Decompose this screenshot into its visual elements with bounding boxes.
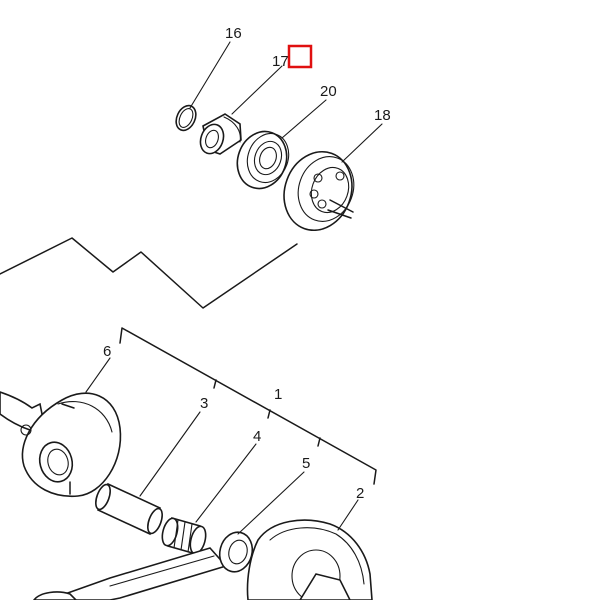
leader-2 [337, 499, 359, 531]
group-outline [0, 237, 298, 309]
leader-3 [139, 411, 201, 497]
leader-18 [341, 123, 383, 163]
part-17-collar[interactable] [197, 113, 242, 157]
bracket-tick-5 [317, 437, 321, 447]
leader-4 [195, 443, 257, 523]
part-20-oil-seal[interactable] [230, 125, 296, 196]
highlight-box[interactable] [287, 44, 313, 69]
callout-6: 6 [103, 343, 111, 360]
callout-5: 5 [302, 455, 310, 472]
bracket-tick-3 [213, 379, 217, 389]
part-18-bearing[interactable] [273, 142, 362, 240]
callout-20: 20 [320, 83, 337, 100]
part-4-needle-bearing[interactable] [160, 516, 209, 556]
callout-1: 1 [274, 386, 282, 403]
leader-17 [231, 65, 283, 115]
callout-4: 4 [253, 428, 261, 445]
callout-16: 16 [225, 25, 242, 42]
callout-17: 17 [272, 53, 289, 70]
part-6-crank-web[interactable] [0, 391, 122, 498]
part-16-circlip[interactable] [172, 102, 199, 133]
callout-2: 2 [356, 485, 364, 502]
leader-5 [237, 471, 305, 535]
leader-20 [281, 99, 327, 139]
callout-18: 18 [374, 107, 391, 124]
part-3-crank-pin[interactable] [93, 482, 165, 536]
part-5-connecting-rod[interactable] [32, 529, 257, 600]
callout-3: 3 [200, 395, 208, 412]
part-2-crank-web[interactable] [246, 519, 373, 600]
lower-group-bracket [119, 327, 377, 485]
bracket-tick-1 [267, 409, 271, 419]
leader-6 [85, 357, 111, 393]
leader-16 [189, 41, 231, 109]
